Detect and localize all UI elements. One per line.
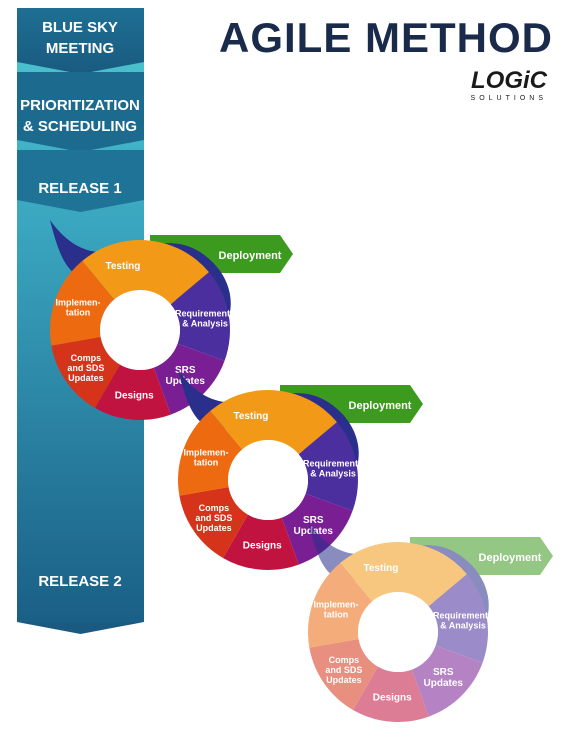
segment-label: Designs: [115, 391, 154, 402]
segment-srs-updates: [281, 493, 353, 565]
segment-label: Designs: [373, 693, 412, 704]
segment-implemen-tation: [178, 411, 243, 496]
segment-requirements-analysis: [298, 422, 359, 511]
segment-label: Testing: [234, 411, 269, 422]
segment-comps-and-sds-updates: [179, 486, 248, 558]
phase-prioritization-scheduling: PRIORITIZATION& SCHEDULING: [20, 97, 140, 135]
iterations: DeploymentITERATION 1Requirements& Analy…: [50, 220, 553, 722]
segment-testing: [82, 240, 209, 305]
segment-designs: [95, 364, 171, 420]
segment-label: Requirements& Analysis: [303, 459, 363, 479]
segment-label: Implemen-tation: [313, 599, 358, 619]
segment-comps-and-sds-updates: [309, 638, 378, 710]
segment-comps-and-sds-updates: [51, 336, 120, 408]
segment-testing: [340, 542, 467, 607]
iteration-1: DeploymentITERATION 1Requirements& Analy…: [50, 220, 293, 420]
segment-srs-updates: [411, 645, 483, 717]
segment-label: Requirements& Analysis: [433, 611, 493, 631]
segment-srs-updates: [153, 343, 225, 415]
segment-label: Requirements& Analysis: [175, 309, 235, 329]
segment-testing: [210, 389, 337, 455]
segment-implemen-tation: [308, 563, 373, 648]
ring-hole: [228, 440, 308, 520]
segment-requirements-analysis: [170, 272, 230, 361]
segment-label: Designs: [243, 541, 282, 552]
segment-requirements-analysis: [428, 574, 488, 663]
deployment-label: Deployment: [219, 250, 282, 262]
deployment-label: Deployment: [479, 552, 542, 564]
logo: LOGiC SOLUTIONS: [471, 67, 548, 102]
segment-label: Testing: [106, 261, 141, 272]
segment-designs: [353, 666, 429, 722]
deployment-label: Deployment: [349, 400, 412, 412]
page-title: AGILE METHOD: [219, 14, 553, 61]
ring-hole: [100, 290, 180, 370]
ring-hole: [358, 592, 438, 672]
segment-implemen-tation: [50, 261, 115, 346]
segment-designs: [223, 514, 299, 570]
segment-label: Testing: [364, 563, 399, 574]
segment-label: Implemen-tation: [183, 447, 228, 467]
phase-release-1: RELEASE 1: [38, 180, 121, 197]
iteration-3: DeploymentITERATION 3Requirements& Analy…: [308, 522, 553, 722]
phase-release-2: RELEASE 2: [38, 573, 121, 590]
iteration-2: DeploymentITERATION 2Requirements& Analy…: [178, 370, 423, 570]
logo-tagline: SOLUTIONS: [471, 95, 547, 102]
segment-label: Implemen-tation: [55, 297, 100, 317]
logo-name: LOGiC: [471, 67, 548, 94]
